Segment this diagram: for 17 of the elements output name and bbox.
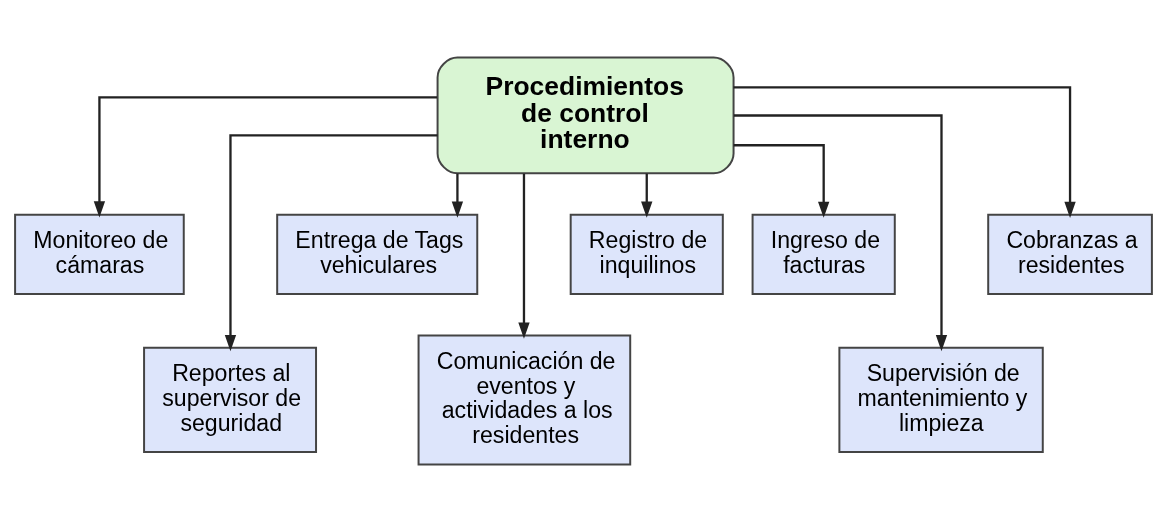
node-box: Cobranzas a residentes bbox=[987, 213, 1153, 296]
node-box: Supervisión de mantenimiento y limpieza bbox=[838, 346, 1044, 453]
node-box: Ingreso de facturas bbox=[751, 213, 896, 296]
node-box: Comunicación de eventos y actividades a los residentes bbox=[417, 334, 632, 466]
node-box: Entrega de Tags vehiculares bbox=[276, 213, 479, 296]
node-box: Registro de inquilinos bbox=[569, 213, 724, 296]
node-box: Reportes al supervisor de seguridad bbox=[143, 346, 318, 453]
node-box: Procedimientos de control interno bbox=[436, 56, 735, 175]
arrow bbox=[641, 173, 653, 218]
arrow bbox=[451, 173, 464, 218]
arrow bbox=[733, 86, 1076, 218]
arrow bbox=[93, 96, 438, 218]
arrow bbox=[224, 134, 438, 352]
arrow bbox=[733, 114, 948, 352]
arrow bbox=[733, 144, 830, 218]
node-box: Monitoreo de cámaras bbox=[14, 213, 185, 296]
arrow bbox=[518, 173, 530, 339]
